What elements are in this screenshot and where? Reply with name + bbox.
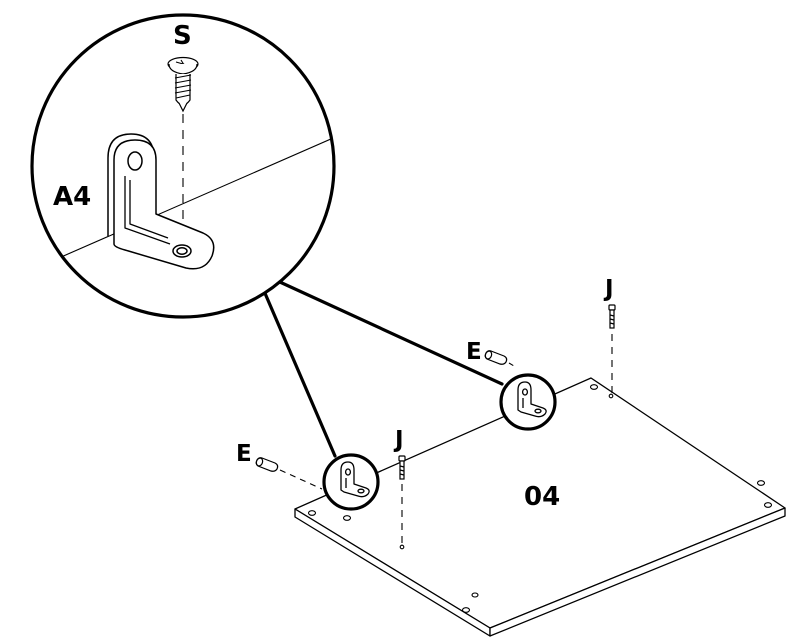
panel-holes xyxy=(307,384,773,613)
panel-04 xyxy=(294,377,786,637)
pin-left xyxy=(398,455,406,546)
label-pin-j-right: J xyxy=(603,276,614,302)
label-panel-04: 04 xyxy=(524,482,560,512)
panel-hole xyxy=(461,607,471,613)
label-pin-j-left: J xyxy=(393,427,404,453)
bracket-detail-circle-right xyxy=(499,373,557,431)
panel-hole xyxy=(763,502,773,508)
screw-icon xyxy=(167,56,199,113)
bracket-small-icon xyxy=(517,381,547,418)
leader-line-right xyxy=(256,270,504,386)
label-dowel-e-left: E xyxy=(236,441,252,467)
leader-line-left xyxy=(253,268,337,458)
panel-hole xyxy=(589,384,599,390)
bracket-detail-circle-left xyxy=(322,453,380,511)
pin-right xyxy=(608,304,616,394)
detail-leader-lines xyxy=(253,268,504,458)
label-dowel-e-right: E xyxy=(466,339,482,365)
panel-side-edge xyxy=(489,507,786,637)
panel-hole xyxy=(471,592,479,598)
magnified-detail xyxy=(30,13,336,319)
panel-pin-hole xyxy=(399,544,405,550)
panel-hole xyxy=(307,510,317,516)
dowel-right xyxy=(484,350,515,367)
label-bracket-a4: A4 xyxy=(53,182,91,212)
panel-hole xyxy=(342,515,352,521)
bracket-icon xyxy=(107,133,215,270)
panel-pin-hole xyxy=(608,393,614,399)
panel-edge-line xyxy=(32,134,334,276)
panel-hole xyxy=(756,480,766,486)
bracket-small-icon xyxy=(340,461,370,498)
label-screw-s: S xyxy=(173,21,192,51)
dowel-left xyxy=(255,457,323,490)
